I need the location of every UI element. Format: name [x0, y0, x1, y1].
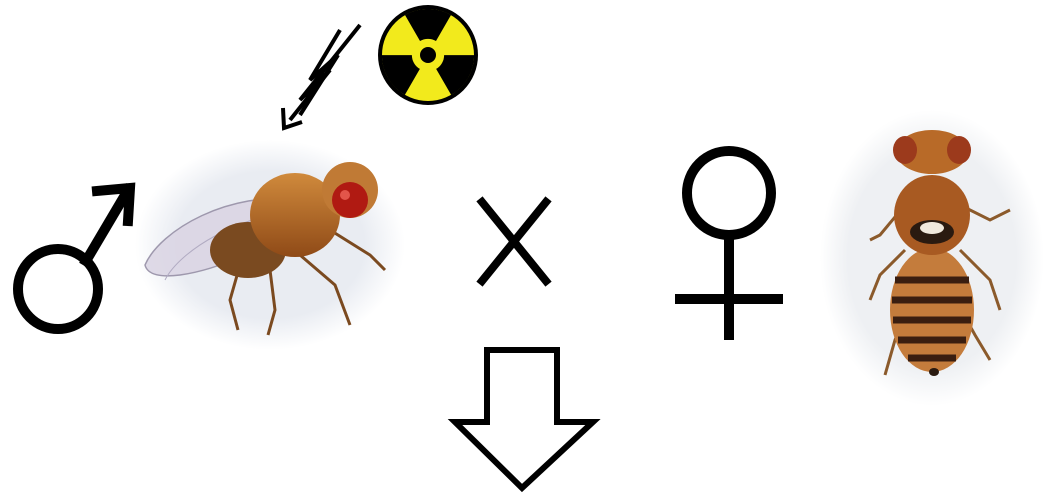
fruit-fly-top-view	[820, 110, 1044, 406]
fruit-fly-side-view	[135, 140, 405, 350]
female-symbol-icon	[680, 151, 778, 335]
down-arrow-outline-icon	[455, 350, 593, 488]
male-symbol-icon	[18, 188, 130, 329]
lightning-arrow-icon	[283, 25, 360, 128]
cross-x-icon	[482, 202, 546, 281]
radiation-trefoil-icon	[377, 5, 480, 105]
